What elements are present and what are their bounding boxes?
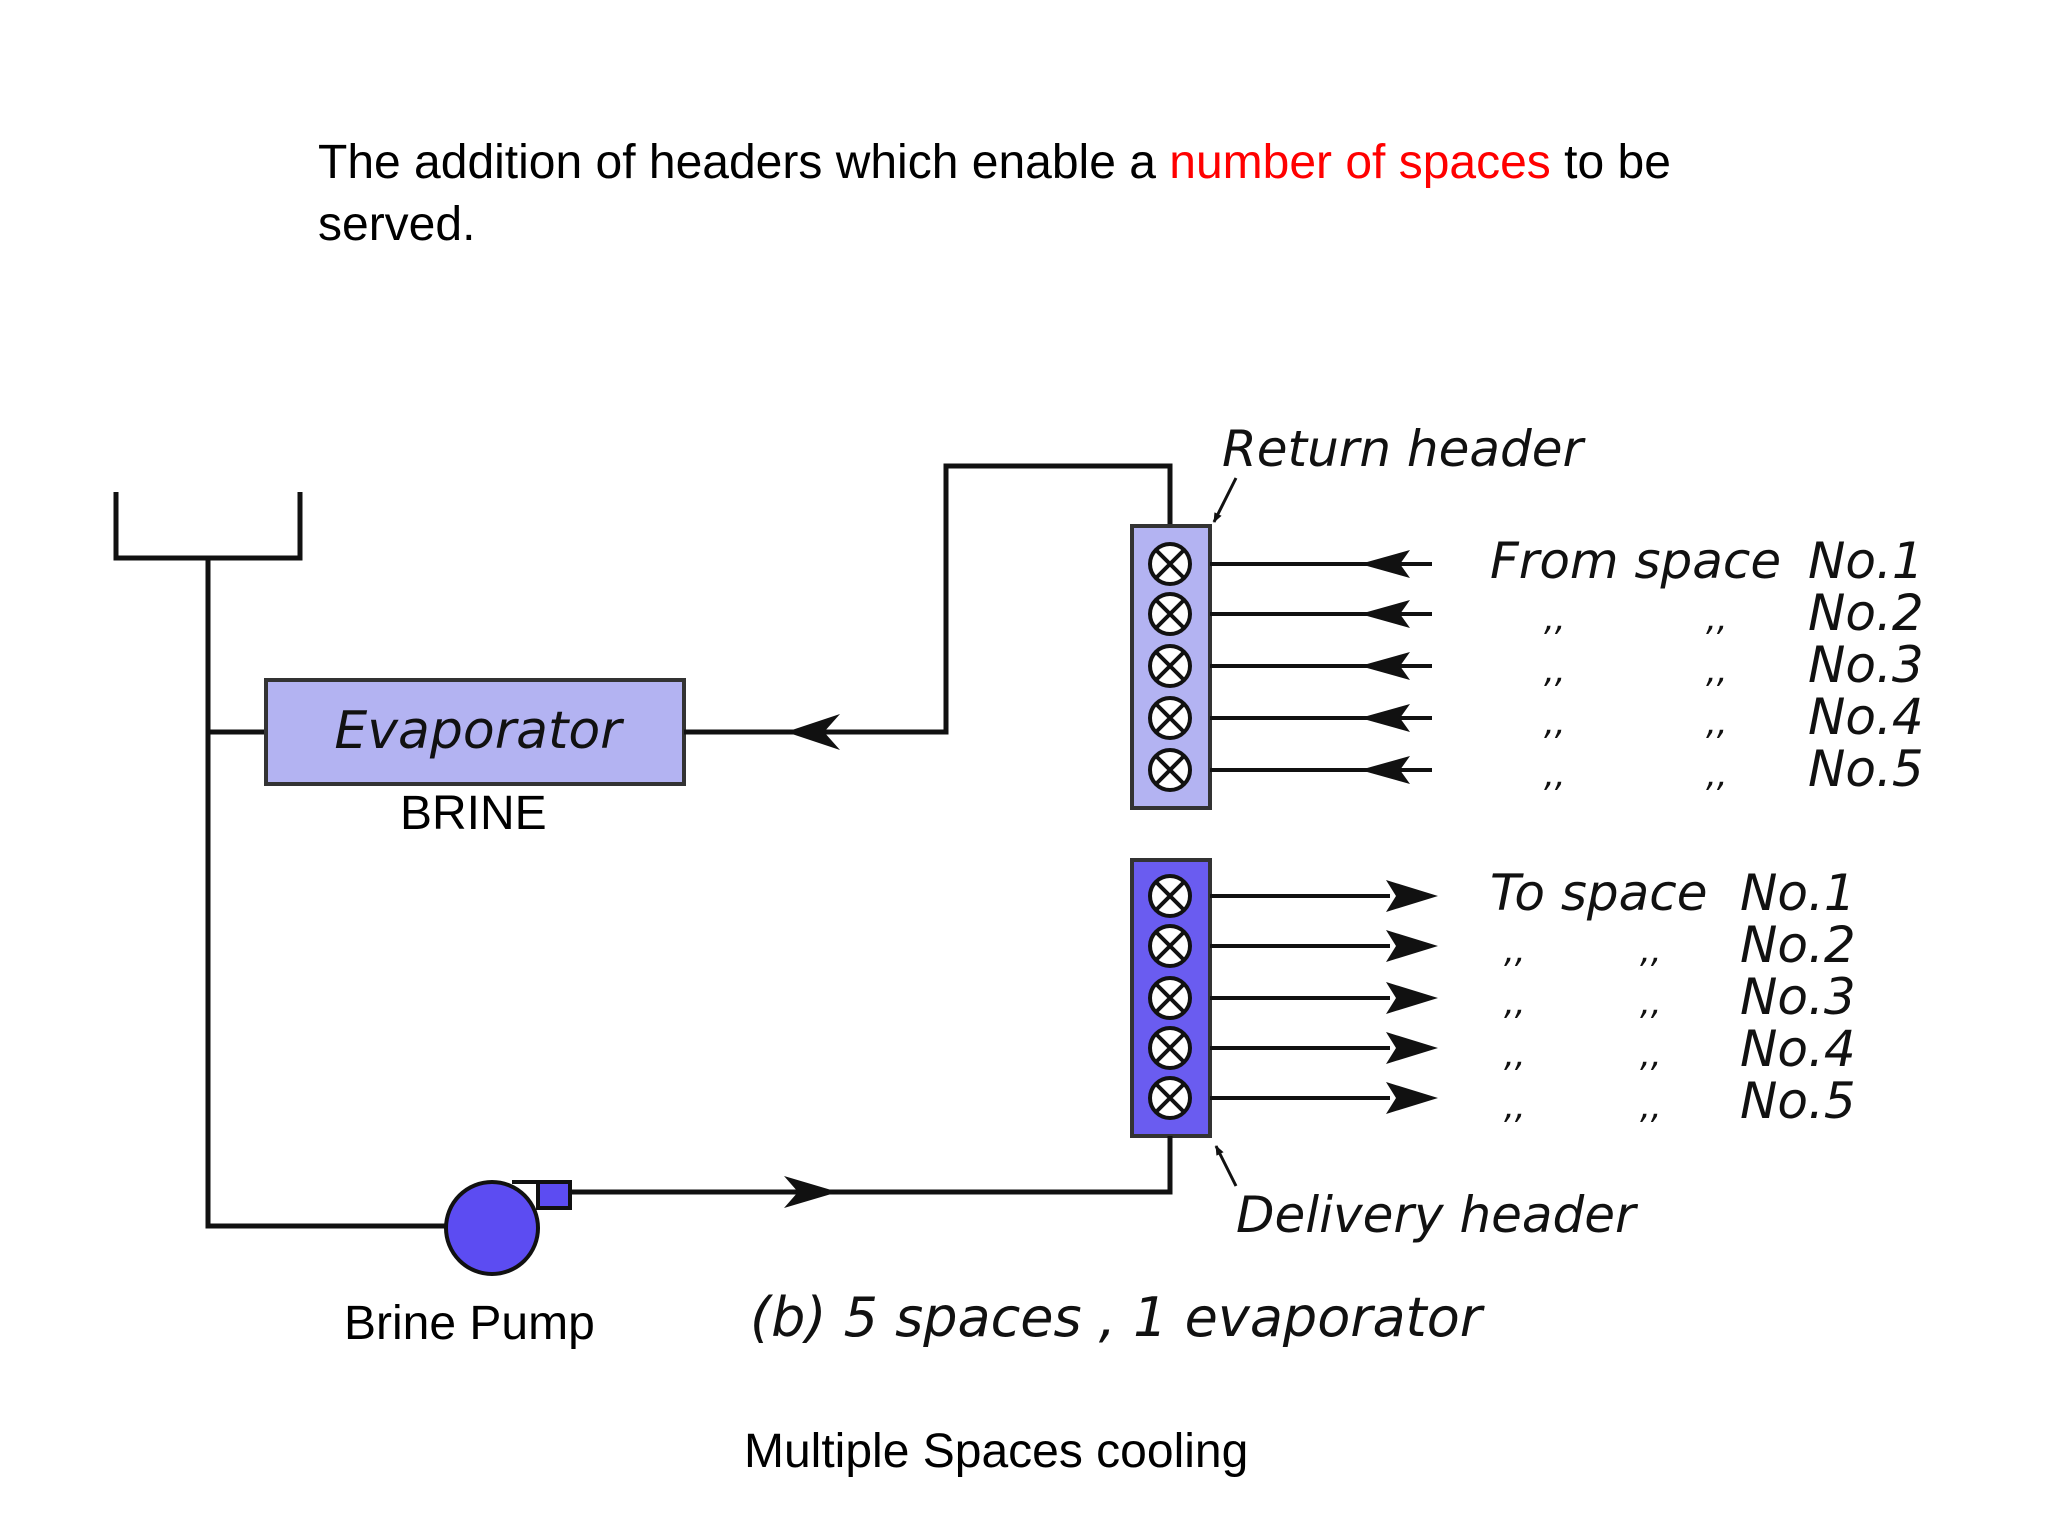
valve bbox=[1148, 976, 1192, 1020]
return-pipe bbox=[684, 463, 1173, 735]
brine-tank bbox=[113, 492, 303, 561]
valve bbox=[1148, 1076, 1192, 1120]
return-header-valves bbox=[1148, 542, 1192, 792]
valve bbox=[1148, 592, 1192, 636]
to-space-number: No.5 bbox=[1740, 1072, 1856, 1130]
delivery-pipe bbox=[570, 1136, 1173, 1195]
return-line-arrow bbox=[1360, 756, 1410, 784]
valve bbox=[1148, 1026, 1192, 1070]
return-line-arrow bbox=[1360, 550, 1410, 578]
delivery-line-arrow bbox=[1386, 1082, 1438, 1114]
ditto-mark: ,, bbox=[1640, 983, 1662, 1023]
intro-highlight: number of spaces bbox=[1169, 136, 1551, 189]
to-space-number: No.2 bbox=[1740, 916, 1856, 974]
return-flow-arrow bbox=[786, 714, 840, 750]
delivery-line-arrow bbox=[1386, 1032, 1438, 1064]
ditto-mark: ,, bbox=[1544, 599, 1566, 639]
delivery-line-arrow bbox=[1386, 880, 1438, 912]
ditto-mark: ,, bbox=[1640, 1087, 1662, 1127]
ditto-mark: ,, bbox=[1706, 703, 1728, 743]
return-lines bbox=[1210, 550, 1432, 784]
ditto-mark: ,, bbox=[1544, 703, 1566, 743]
delivery-header-pointer bbox=[1214, 1145, 1238, 1187]
ditto-mark: ,, bbox=[1504, 1035, 1526, 1075]
to-space-number: No.1 bbox=[1740, 864, 1856, 922]
evaporator-label: Evaporator bbox=[334, 701, 625, 761]
brine-pump bbox=[444, 1180, 572, 1276]
valve bbox=[1148, 924, 1192, 968]
to-space-number: No.4 bbox=[1740, 1020, 1856, 1078]
from-space-number: No.4 bbox=[1808, 688, 1924, 746]
brine-label: BRINE bbox=[400, 787, 547, 840]
from-space-labels: From space No.1 ,, ,, No.2 ,, ,, No.3 ,,… bbox=[1490, 532, 1924, 798]
intro-text-before: The addition of headers which enable a bbox=[318, 136, 1170, 189]
return-header-label: Return header bbox=[1222, 420, 1587, 478]
delivery-line-arrow bbox=[1386, 982, 1438, 1014]
ditto-mark: ,, bbox=[1504, 1087, 1526, 1127]
supply-pipe bbox=[205, 558, 470, 1229]
delivery-lines bbox=[1210, 880, 1438, 1114]
ditto-mark: ,, bbox=[1706, 755, 1728, 795]
to-space-number: No.3 bbox=[1740, 968, 1856, 1026]
valve bbox=[1148, 874, 1192, 918]
to-space-prefix: To space bbox=[1490, 864, 1708, 922]
from-space-number: No.5 bbox=[1808, 740, 1924, 798]
diagram-caption: (b) 5 spaces , 1 evaporator bbox=[750, 1286, 1485, 1349]
ditto-mark: ,, bbox=[1640, 931, 1662, 971]
return-line-arrow bbox=[1360, 652, 1410, 680]
ditto-mark: ,, bbox=[1544, 651, 1566, 691]
intro-text-after: to be served. bbox=[318, 136, 1671, 251]
valve bbox=[1148, 748, 1192, 792]
brine-pump-label: Brine Pump bbox=[344, 1297, 595, 1350]
delivery-header-valves bbox=[1148, 874, 1192, 1120]
ditto-mark: ,, bbox=[1640, 1035, 1662, 1075]
valve bbox=[1148, 644, 1192, 688]
delivery-flow-arrow bbox=[784, 1176, 838, 1208]
to-space-labels: To space No.1 ,, ,, No.2 ,, ,, No.3 ,, ,… bbox=[1490, 864, 1856, 1130]
valve bbox=[1148, 542, 1192, 586]
intro-text: The addition of headers which enable a n… bbox=[318, 132, 1798, 256]
return-line-arrow bbox=[1360, 600, 1410, 628]
ditto-mark: ,, bbox=[1706, 651, 1728, 691]
from-space-prefix: From space bbox=[1490, 532, 1781, 590]
ditto-mark: ,, bbox=[1544, 755, 1566, 795]
from-space-number: No.2 bbox=[1808, 584, 1924, 642]
from-space-number: No.3 bbox=[1808, 636, 1924, 694]
return-line-arrow bbox=[1360, 704, 1410, 732]
delivery-line-arrow bbox=[1386, 930, 1438, 962]
ditto-mark: ,, bbox=[1504, 931, 1526, 971]
ditto-mark: ,, bbox=[1706, 599, 1728, 639]
valve bbox=[1148, 696, 1192, 740]
return-header-pointer bbox=[1212, 477, 1238, 523]
ditto-mark: ,, bbox=[1504, 983, 1526, 1023]
delivery-header-label: Delivery header bbox=[1236, 1186, 1639, 1244]
from-space-number: No.1 bbox=[1808, 532, 1924, 590]
footer-title: Multiple Spaces cooling bbox=[744, 1425, 1249, 1478]
